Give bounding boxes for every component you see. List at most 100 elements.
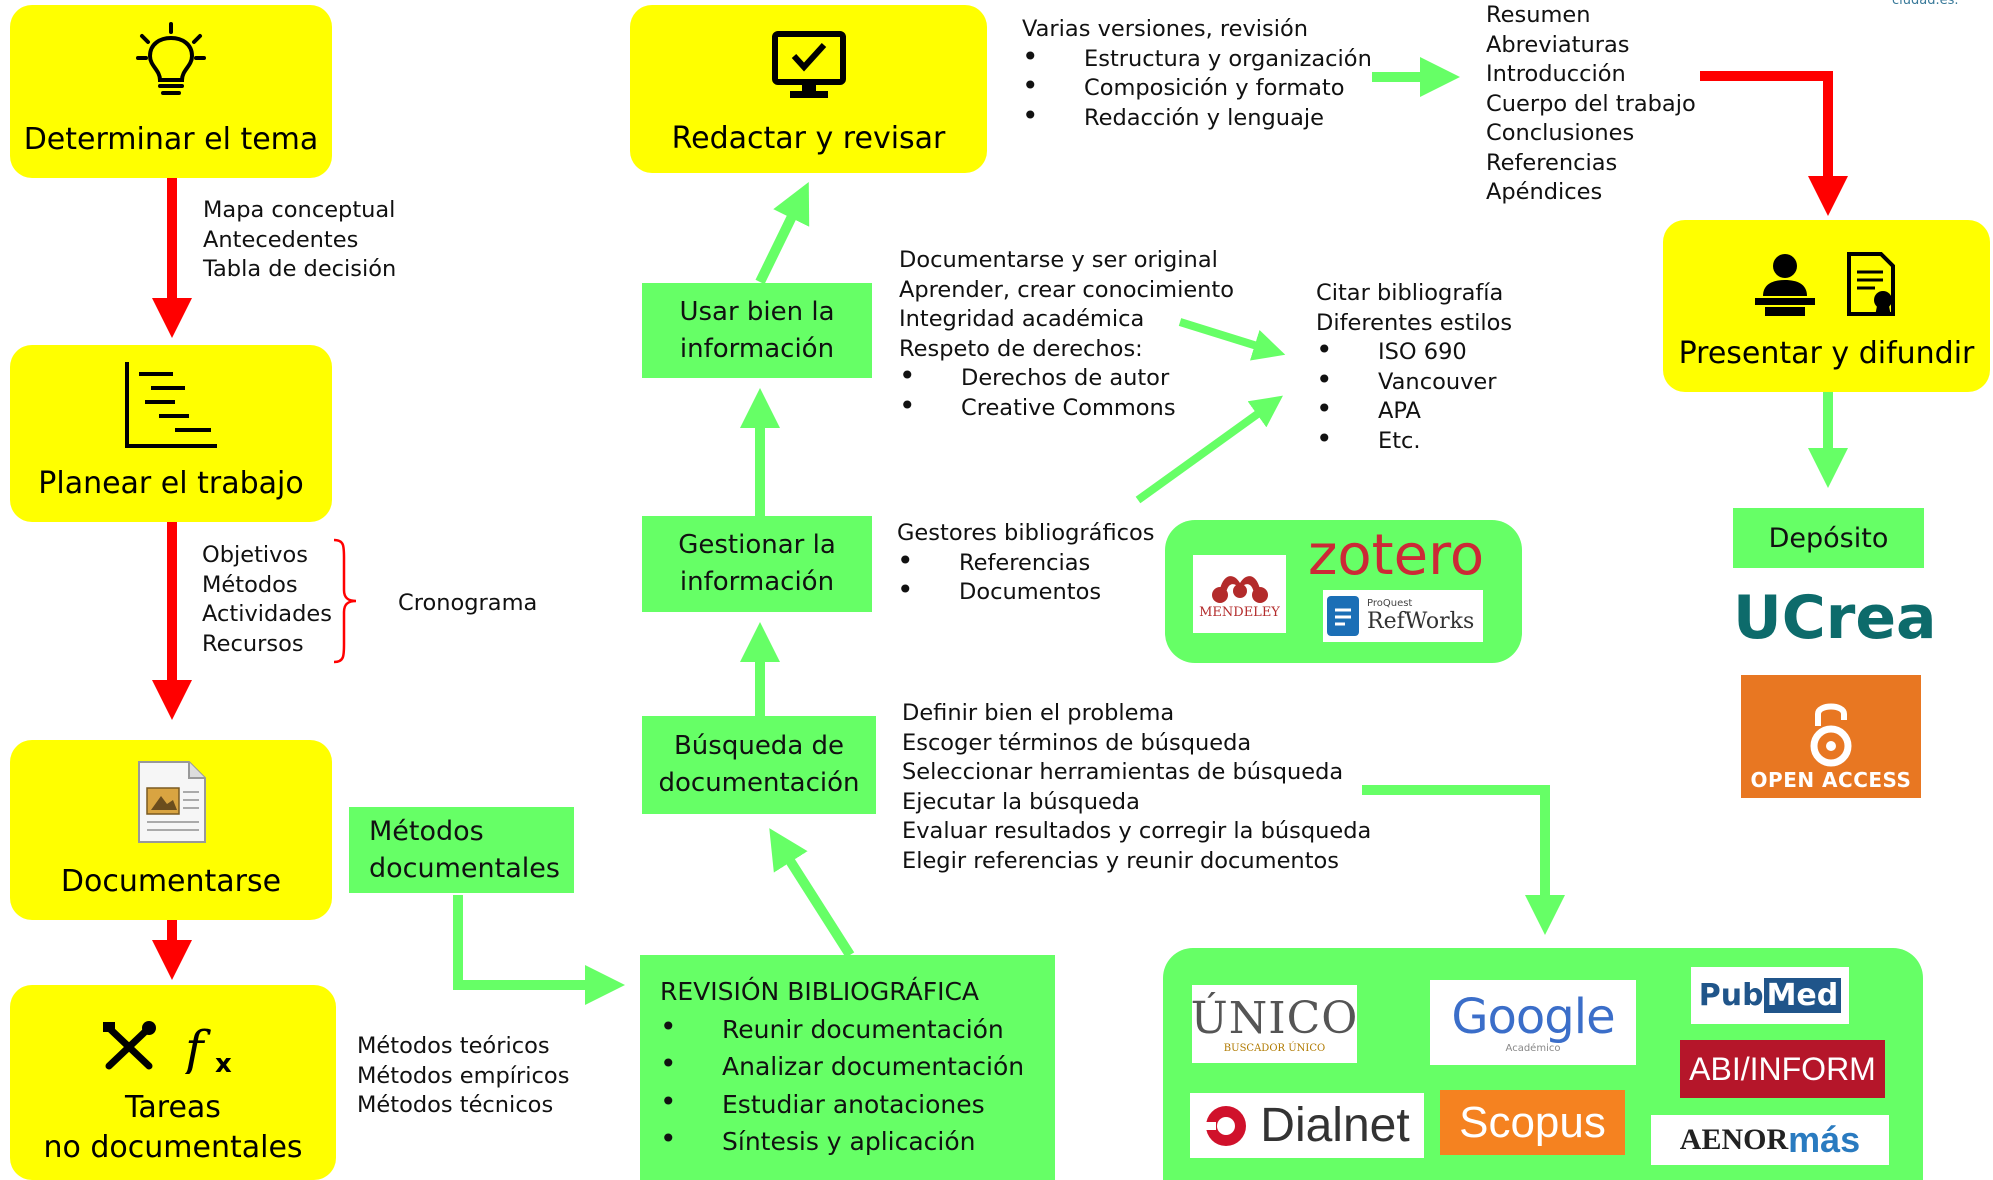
- redactar-notes: Varias versiones, revisión Estructura y …: [1022, 15, 1372, 133]
- presenter-icon: [1754, 254, 1815, 316]
- note-line: Mapa conceptual: [203, 197, 396, 223]
- structure-item: Introducción: [1486, 61, 1626, 87]
- note-item: Documentos: [897, 575, 1155, 608]
- note-line: Definir bien el problema: [902, 700, 1175, 726]
- revision-title: REVISIÓN BIBLIOGRÁFICA: [660, 977, 980, 1006]
- step-presentar-difundir-label: Presentar y difundir: [1678, 336, 1975, 371]
- step-planear-trabajo-label: Planear el trabajo: [38, 466, 304, 501]
- note-line: Tabla de decisión: [203, 256, 397, 282]
- step-presentar-difundir: Presentar y difundir: [1663, 220, 1990, 392]
- mendeley-mark-icon: [1211, 575, 1268, 603]
- note-line: Ejecutar la búsqueda: [902, 788, 1140, 815]
- revision-item: Reunir documentación: [660, 1008, 1055, 1049]
- refworks-text: RefWorks: [1367, 609, 1475, 634]
- mendeley-text: MENDELEY: [1199, 604, 1280, 620]
- refworks-doc-icon: [1327, 596, 1359, 636]
- note-line: Actividades: [202, 601, 332, 627]
- zotero-logo: zotero: [1308, 523, 1485, 588]
- note-line: Evaluar resultados y corregir la búsqued…: [902, 818, 1372, 844]
- note-line: Seleccionar herramientas de búsqueda: [902, 759, 1344, 785]
- note-item: Redacción y lenguaje: [1022, 101, 1372, 134]
- note-line: Diferentes estilos: [1316, 309, 1513, 336]
- lightbulb-icon: [136, 22, 206, 95]
- metodos-label-2: documentales: [369, 853, 560, 884]
- metodos-label-1: Métodos: [369, 816, 484, 847]
- box-revision-bibliografica: REVISIÓN BIBLIOGRÁFICA Reunir documentac…: [640, 955, 1055, 1180]
- step-tareas-label-2: no documentales: [43, 1130, 303, 1165]
- step-documentarse-label: Documentarse: [60, 864, 282, 899]
- note-line: Recursos: [202, 630, 304, 657]
- google-wordmark: Google: [1451, 989, 1615, 1045]
- step-planear-trabajo: Planear el trabajo: [10, 345, 332, 522]
- corner-note: ciudad.es.: [1892, 0, 1959, 8]
- busqueda-label-1: Búsqueda de: [673, 731, 845, 761]
- note-line: Elegir referencias y reunir documentos: [902, 847, 1340, 874]
- usar-notes: Documentarse y ser original Aprender, cr…: [899, 246, 1234, 423]
- note-line: Métodos teóricos: [357, 1033, 550, 1059]
- aenor-text: AENOR: [1679, 1123, 1789, 1156]
- note-item: Estructura y organización: [1022, 42, 1372, 75]
- deposito-label: Depósito: [1768, 522, 1889, 554]
- tools-icon: [103, 1021, 156, 1070]
- aenormas-logo: AENOR más: [1651, 1115, 1889, 1165]
- box-metodos-documentales: Métodos documentales: [349, 807, 574, 893]
- open-access-logo: OPEN ACCESS: [1741, 675, 1921, 798]
- dialnet-text: Dialnet: [1260, 1099, 1410, 1152]
- refworks-logo: ProQuest RefWorks: [1323, 590, 1483, 642]
- note-line: Integridad académica: [899, 306, 1145, 332]
- structure-item: Apéndices: [1486, 179, 1603, 205]
- pubmed-text-a: Pub: [1698, 978, 1764, 1013]
- step-tareas-no-documentales: f x Tareas no documentales: [10, 985, 336, 1180]
- step-redactar-revisar-label: Redactar y revisar: [671, 121, 946, 156]
- note-item: Referencias: [897, 546, 1155, 579]
- dialnet-mark-icon: [1204, 1105, 1247, 1146]
- note-line: Objetivos: [202, 542, 308, 568]
- step-documentarse: Documentarse: [10, 740, 332, 920]
- revision-item: Analizar documentación: [660, 1045, 1055, 1086]
- brace-icon: [333, 538, 357, 664]
- usar-label-2: información: [679, 333, 835, 364]
- structure-list: Resumen Abreviaturas Introducción Cuerpo…: [1486, 1, 1696, 208]
- note-line: Antecedentes: [203, 226, 359, 253]
- note-line: Aprender, crear conocimiento: [899, 276, 1235, 303]
- structure-item: Resumen: [1486, 2, 1591, 28]
- dialnet-logo: Dialnet: [1190, 1093, 1424, 1158]
- refworks-proquest-text: ProQuest: [1367, 598, 1413, 609]
- gestionar-label-1: Gestionar la: [678, 530, 836, 560]
- structure-item: Referencias: [1486, 149, 1618, 176]
- open-access-icon: [1810, 703, 1852, 767]
- step-determinar-tema: Determinar el tema: [10, 5, 332, 178]
- citar-notes: Citar bibliografía Diferentes estilos IS…: [1316, 279, 1512, 456]
- ucrea-logo: UCrea: [1733, 583, 1937, 653]
- arrow-revision-busqueda: [769, 828, 855, 958]
- step-tareas-label-1: Tareas: [125, 1090, 221, 1125]
- note-item: Etc.: [1316, 424, 1512, 457]
- note-line: Métodos técnicos: [357, 1092, 554, 1118]
- gestores-notes: Gestores bibliográficos Referencias Docu…: [897, 519, 1155, 608]
- structure-item: Abreviaturas: [1486, 31, 1630, 58]
- step-determinar-tema-label: Determinar el tema: [23, 122, 319, 157]
- aenor-mas-text: más: [1788, 1119, 1861, 1160]
- unico-text: ÚNICO: [1190, 992, 1359, 1044]
- open-access-text: OPEN ACCESS: [1750, 768, 1912, 792]
- step-redactar-revisar: Redactar y revisar: [630, 5, 987, 173]
- mendeley-logo: MENDELEY: [1193, 555, 1286, 633]
- box-deposito: Depósito: [1733, 508, 1924, 568]
- monitor-check-icon: [771, 31, 846, 98]
- gantt-icon: [125, 362, 217, 448]
- revision-item: Síntesis y aplicación: [660, 1120, 1055, 1161]
- note-heading: Varias versiones, revisión: [1022, 16, 1309, 42]
- svg-text:f: f: [185, 1020, 211, 1074]
- note-item: Vancouver: [1316, 365, 1512, 398]
- arrow-usar-citar: [1178, 318, 1286, 361]
- busqueda-label-2: documentación: [658, 768, 860, 798]
- note-item: Derechos de autor: [899, 361, 1234, 394]
- note-item: Composición y formato: [1022, 71, 1372, 104]
- arrow-busqueda-bases: [1362, 785, 1565, 935]
- structure-item: Conclusiones: [1486, 120, 1635, 146]
- unico-sub-text: BUSCADOR ÚNICO: [1223, 1042, 1326, 1054]
- cronograma-label: Cronograma: [398, 590, 538, 616]
- google-sub-text: Académico: [1505, 1043, 1561, 1054]
- busqueda-notes: Definir bien el problema Escoger término…: [902, 699, 1371, 876]
